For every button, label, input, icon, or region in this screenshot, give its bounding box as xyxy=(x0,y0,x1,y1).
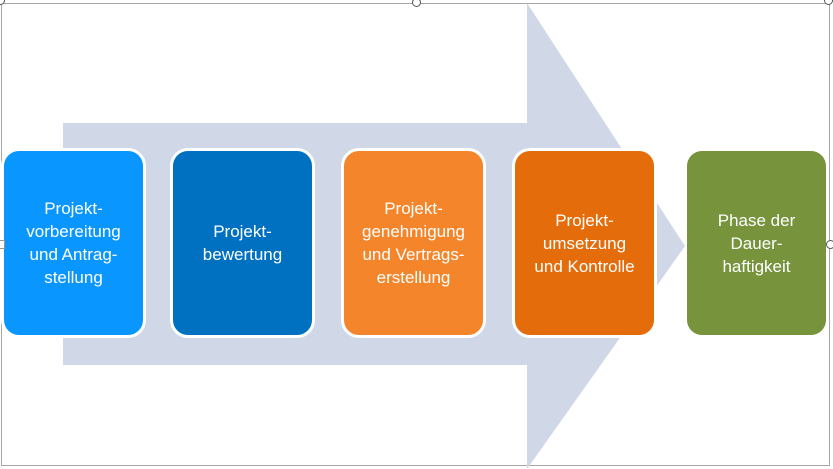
step-5[interactable]: Phase der Dauer- haftigkeit xyxy=(684,148,829,338)
resize-handle-top-left[interactable] xyxy=(0,0,5,5)
step-4[interactable]: Projekt- umsetzung und Kontrolle xyxy=(512,148,657,338)
step-3[interactable]: Projekt- genehmigung und Vertrags- erste… xyxy=(341,148,486,338)
step-5-label: Phase der Dauer- haftigkeit xyxy=(717,210,796,276)
step-1[interactable]: Projekt- vorbereitung und Antrag- stellu… xyxy=(1,148,146,338)
step-2[interactable]: Projekt- bewertung xyxy=(170,148,315,338)
step-3-label: Projekt- genehmigung und Vertrags- erste… xyxy=(361,199,466,287)
step-1-label: Projekt- vorbereitung und Antrag- stellu… xyxy=(26,199,121,287)
step-2-label: Projekt- bewertung xyxy=(202,222,283,264)
resize-handle-left[interactable] xyxy=(0,240,5,249)
step-4-label: Projekt- umsetzung und Kontrolle xyxy=(534,210,635,276)
resize-handle-top[interactable] xyxy=(412,0,421,7)
resize-handle-right[interactable] xyxy=(826,240,833,249)
